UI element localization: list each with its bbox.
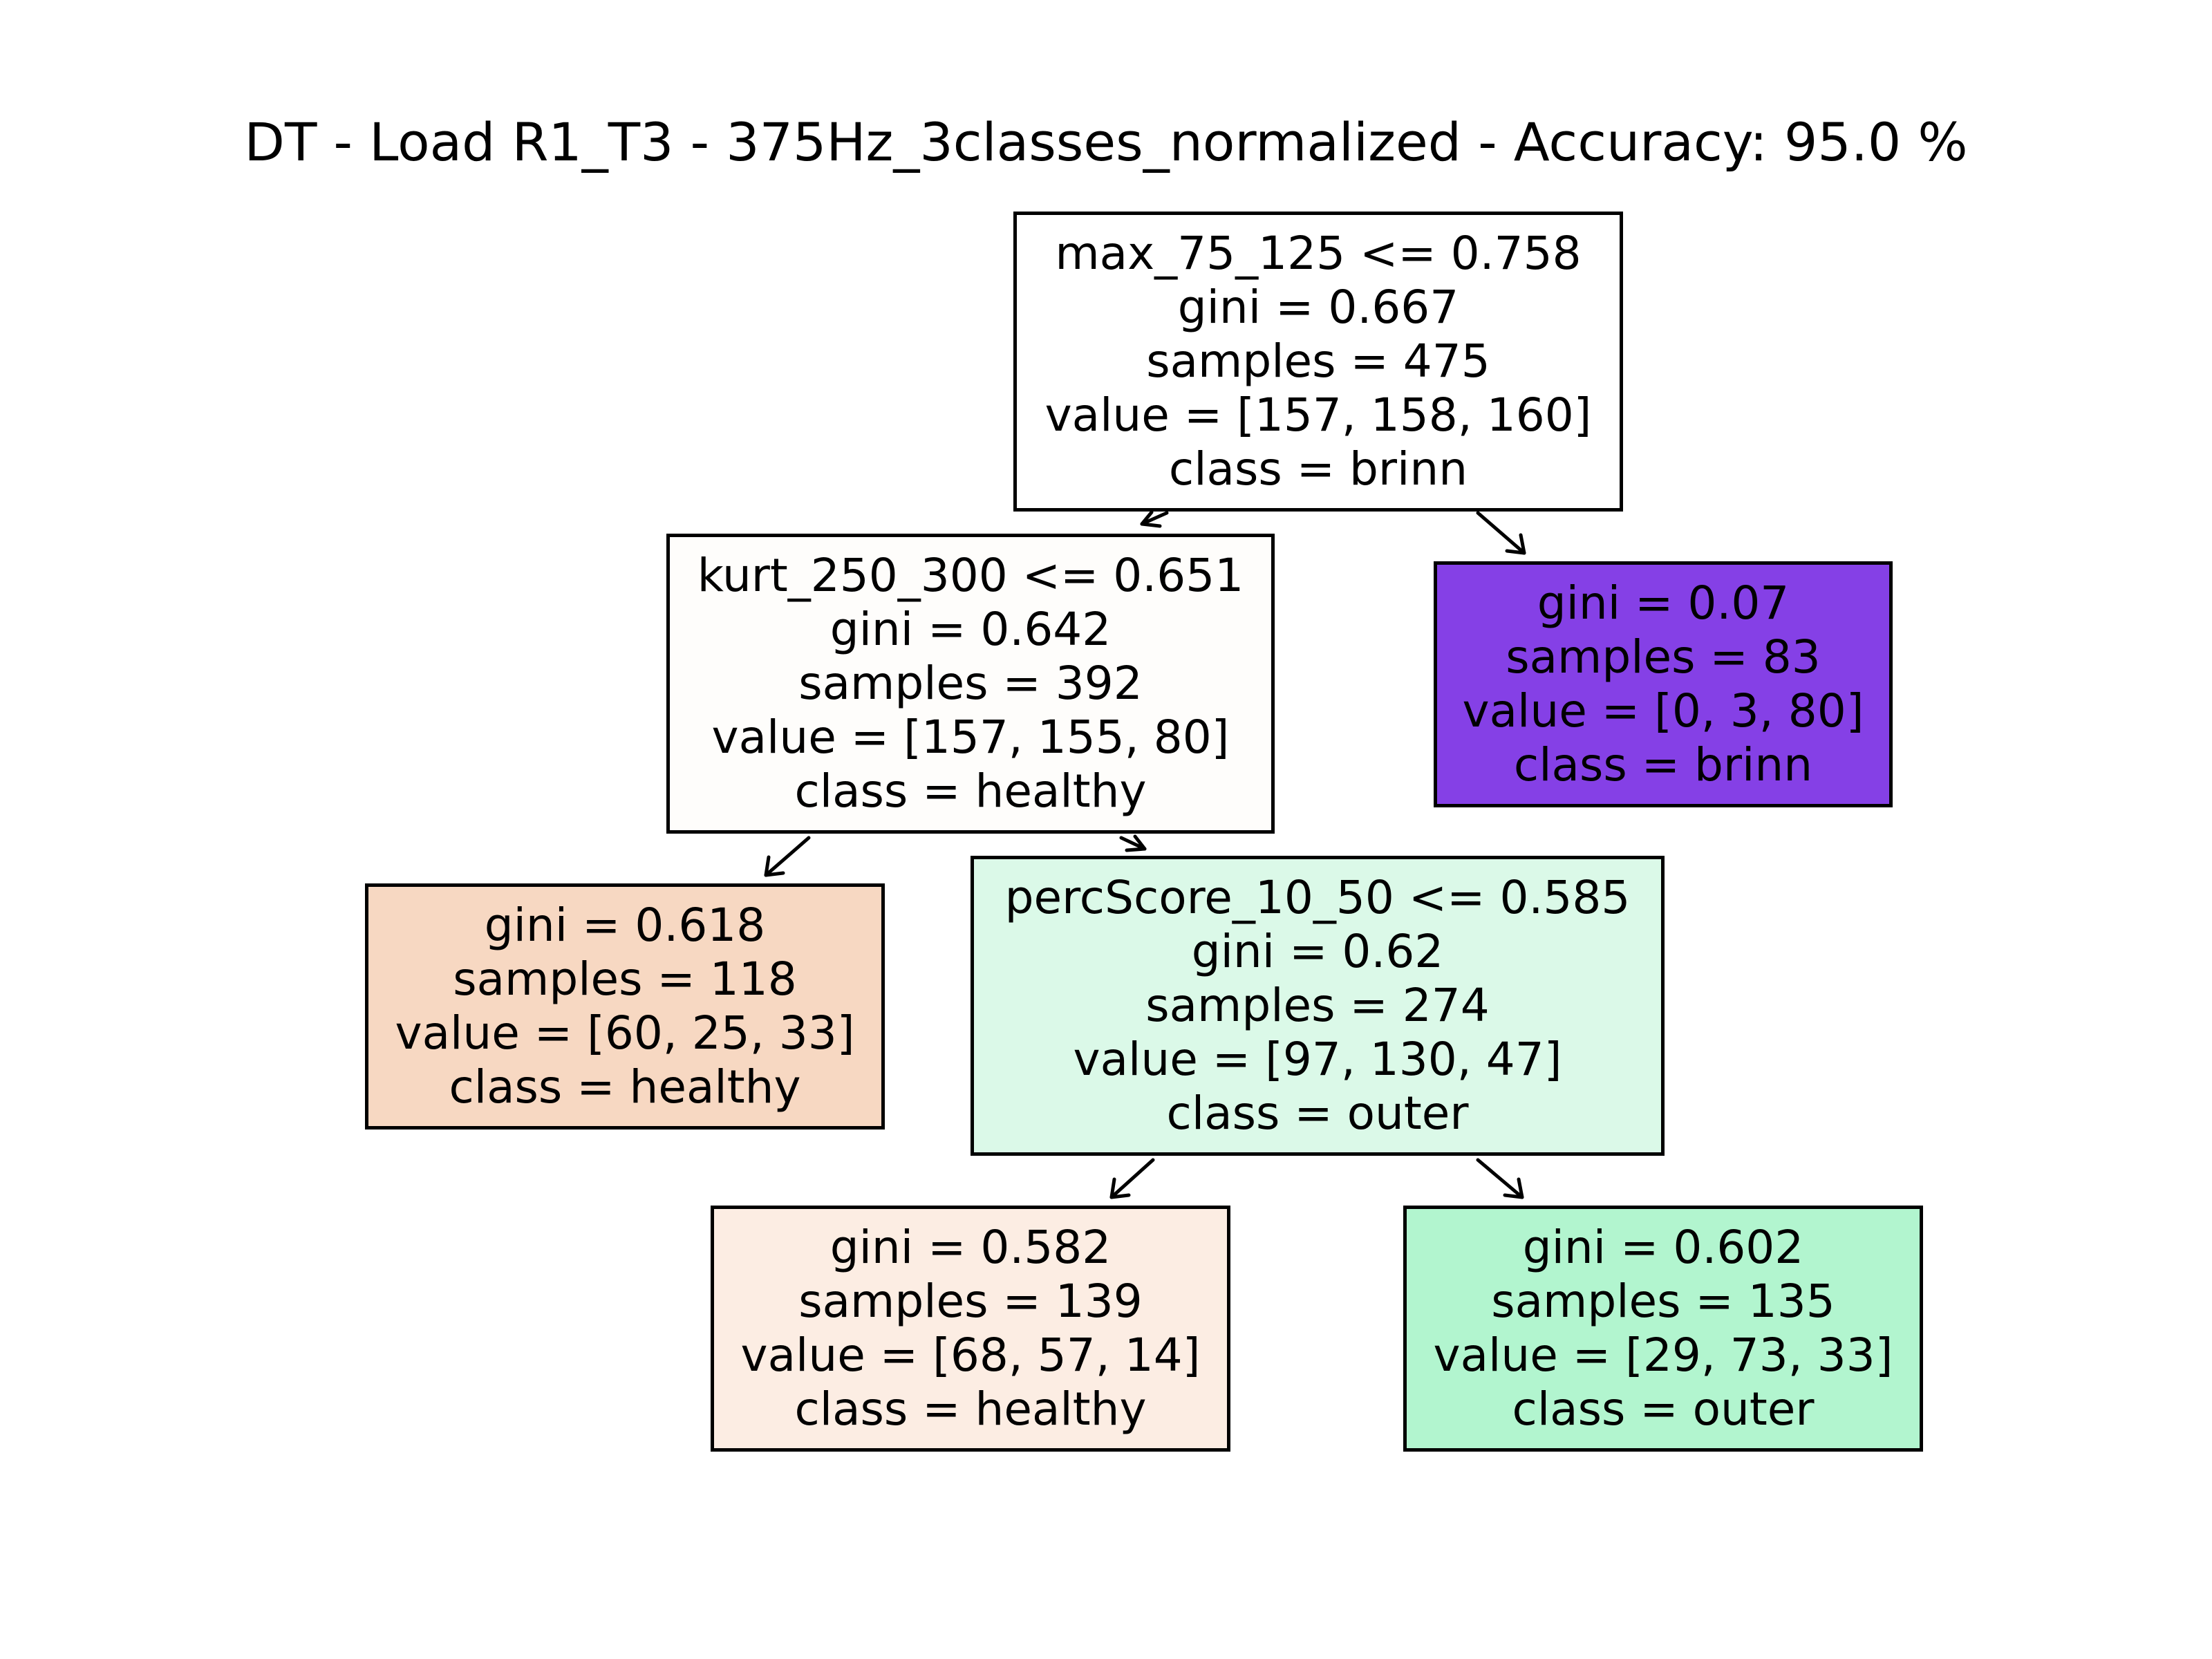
node-split: percScore_10_50 <= 0.585 bbox=[1004, 871, 1631, 924]
node-gini: gini = 0.62 bbox=[1191, 925, 1444, 978]
node-value: value = [68, 57, 14] bbox=[740, 1329, 1201, 1382]
edge-n1-to-n4 bbox=[1119, 834, 1147, 852]
node-split: kurt_250_300 <= 0.651 bbox=[697, 549, 1244, 602]
node-samples: samples = 274 bbox=[1145, 979, 1490, 1032]
node-gini: gini = 0.602 bbox=[1522, 1221, 1804, 1274]
edge-n4-to-n5 bbox=[1109, 1158, 1155, 1199]
node-value: value = [0, 3, 80] bbox=[1462, 684, 1864, 738]
node-class: class = healthy bbox=[794, 1382, 1147, 1436]
node-value: value = [29, 73, 33] bbox=[1433, 1329, 1893, 1382]
node-class: class = healthy bbox=[794, 765, 1147, 818]
node-value: value = [60, 25, 33] bbox=[395, 1006, 855, 1060]
tree-node-n5: gini = 0.582 samples = 139 value = [68, … bbox=[711, 1206, 1230, 1452]
node-value: value = [157, 158, 160] bbox=[1044, 388, 1592, 442]
tree-node-n3: gini = 0.618 samples = 118 value = [60, … bbox=[365, 883, 885, 1130]
tree-node-n1: kurt_250_300 <= 0.651 gini = 0.642 sampl… bbox=[666, 534, 1275, 834]
node-class: class = brinn bbox=[1513, 738, 1813, 791]
node-class: class = outer bbox=[1166, 1087, 1469, 1140]
node-value: value = [157, 155, 80] bbox=[711, 711, 1230, 764]
node-samples: samples = 139 bbox=[798, 1275, 1143, 1328]
edge-root-to-n2 bbox=[1476, 511, 1526, 555]
node-gini: gini = 0.642 bbox=[830, 603, 1112, 656]
node-samples: samples = 475 bbox=[1146, 335, 1490, 388]
edge-n4-to-n6 bbox=[1476, 1158, 1524, 1199]
node-samples: samples = 392 bbox=[798, 657, 1143, 710]
node-class: class = healthy bbox=[449, 1060, 801, 1114]
edge-n1-to-n3 bbox=[764, 836, 811, 877]
node-gini: gini = 0.618 bbox=[484, 899, 766, 952]
node-class: class = brinn bbox=[1168, 442, 1468, 496]
node-samples: samples = 135 bbox=[1491, 1275, 1835, 1328]
tree-node-n2: gini = 0.07 samples = 83 value = [0, 3, … bbox=[1434, 561, 1893, 807]
node-gini: gini = 0.582 bbox=[830, 1221, 1112, 1274]
tree-node-root: max_75_125 <= 0.758 gini = 0.667 samples… bbox=[1013, 212, 1623, 512]
tree-node-n6: gini = 0.602 samples = 135 value = [29, … bbox=[1403, 1206, 1923, 1452]
node-split: max_75_125 <= 0.758 bbox=[1055, 227, 1582, 280]
diagram-title: DT - Load R1_T3 - 375Hz_3classes_normali… bbox=[244, 111, 1968, 173]
tree-node-n4: percScore_10_50 <= 0.585 gini = 0.62 sam… bbox=[971, 856, 1665, 1156]
edge-root-to-n1 bbox=[1140, 510, 1169, 528]
node-samples: samples = 118 bbox=[453, 953, 797, 1006]
node-class: class = outer bbox=[1512, 1382, 1815, 1436]
node-gini: gini = 0.667 bbox=[1177, 281, 1459, 334]
node-value: value = [97, 130, 47] bbox=[1073, 1033, 1562, 1086]
node-samples: samples = 83 bbox=[1506, 630, 1821, 684]
node-gini: gini = 0.07 bbox=[1537, 577, 1790, 630]
